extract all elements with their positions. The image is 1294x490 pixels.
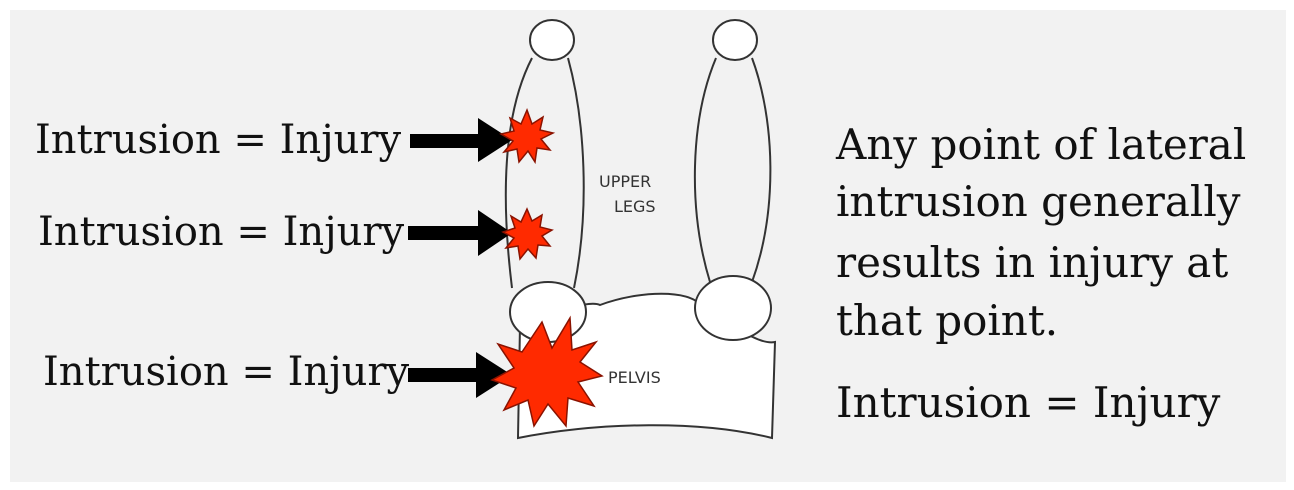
- pelvis-label: PELVIS: [608, 368, 661, 387]
- explanation-line-3: results in injury at: [836, 242, 1228, 284]
- explanation-line-2: intrusion generally: [836, 181, 1241, 223]
- right-femur: [695, 20, 771, 282]
- intrusion-label-3: Intrusion = Injury: [43, 352, 409, 392]
- arrow-3: [408, 352, 512, 398]
- arrow-2: [408, 210, 512, 256]
- upper-legs-label-line2: LEGS: [614, 197, 656, 216]
- conclusion-text: Intrusion = Injury: [836, 382, 1220, 424]
- arrow-1: [410, 118, 512, 162]
- intrusion-label-2: Intrusion = Injury: [38, 212, 404, 252]
- upper-legs-label-line1: UPPER: [599, 172, 651, 191]
- explanation-text: Any point of lateral intrusion generally…: [836, 124, 1276, 444]
- intrusion-label-1: Intrusion = Injury: [35, 120, 401, 160]
- explanation-line-4: that point.: [836, 300, 1058, 342]
- explanation-line-1: Any point of lateral: [836, 124, 1246, 166]
- injury-burst-1: [501, 110, 553, 162]
- injury-burst-2: [503, 209, 552, 259]
